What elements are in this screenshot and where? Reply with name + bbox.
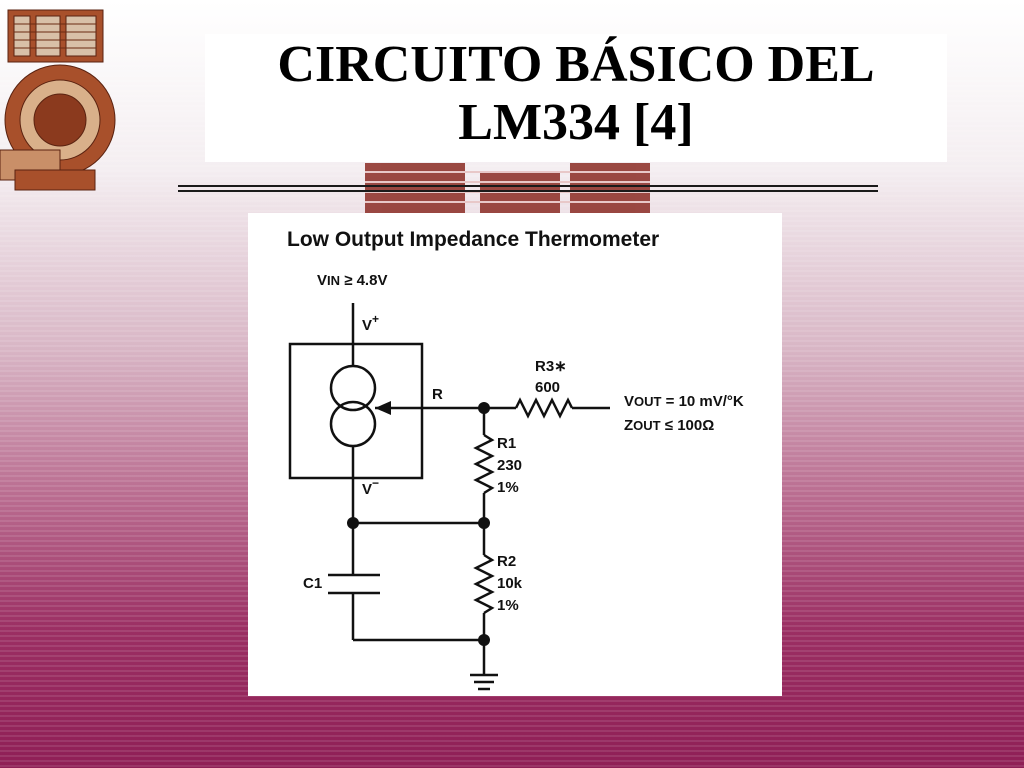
r1-resistor bbox=[473, 433, 495, 495]
vin-label: VIN ≥ 4.8V bbox=[317, 272, 388, 289]
title-rule-top bbox=[178, 185, 878, 187]
r2-resistor bbox=[473, 553, 495, 615]
slide-title-line1: CIRCUITO BÁSICO DEL bbox=[277, 36, 875, 93]
title-rule-bottom bbox=[178, 190, 878, 192]
vout-label: VOUT = 10 mV/°K bbox=[624, 393, 744, 410]
junction-dot bbox=[478, 634, 490, 646]
diagram-title: Low Output Impedance Thermometer bbox=[287, 228, 660, 251]
junction-dot bbox=[478, 517, 490, 529]
r-pin-label: R bbox=[432, 386, 443, 403]
slide-title-line2: LM334 [4] bbox=[458, 94, 694, 151]
title-box bbox=[205, 34, 947, 162]
c1-name: C1 bbox=[303, 575, 323, 592]
r3-name: R3∗ bbox=[535, 358, 567, 375]
circuit-diagram: Low Output Impedance Thermometer VIN ≥ 4… bbox=[248, 213, 782, 696]
zout-label: ZOUT ≤ 100Ω bbox=[624, 417, 715, 434]
r-pin-arrow bbox=[375, 401, 391, 415]
r2-name: R2 bbox=[497, 553, 517, 570]
ipn-watermark-icon bbox=[365, 163, 650, 213]
current-source-top bbox=[329, 364, 377, 412]
junction-dot bbox=[478, 402, 490, 414]
r1-name: R1 bbox=[497, 435, 517, 452]
r1-value: 230 bbox=[497, 457, 523, 474]
r2-tolerance: 1% bbox=[497, 597, 519, 614]
slide-title: CIRCUITO BÁSICO DEL LM334 [4] bbox=[205, 36, 947, 152]
vplus-label: V+ bbox=[362, 312, 380, 334]
lm334-box bbox=[288, 342, 424, 480]
vminus-label: V− bbox=[362, 476, 380, 498]
r1-tolerance: 1% bbox=[497, 479, 519, 496]
junction-dot bbox=[347, 517, 359, 529]
r2-value: 10k bbox=[497, 575, 523, 592]
circuit-schematic bbox=[288, 303, 610, 691]
ipn-logo-icon bbox=[0, 9, 116, 191]
r3-resistor bbox=[514, 397, 574, 419]
current-source-bottom bbox=[329, 400, 377, 448]
r3-value: 600 bbox=[535, 379, 561, 396]
